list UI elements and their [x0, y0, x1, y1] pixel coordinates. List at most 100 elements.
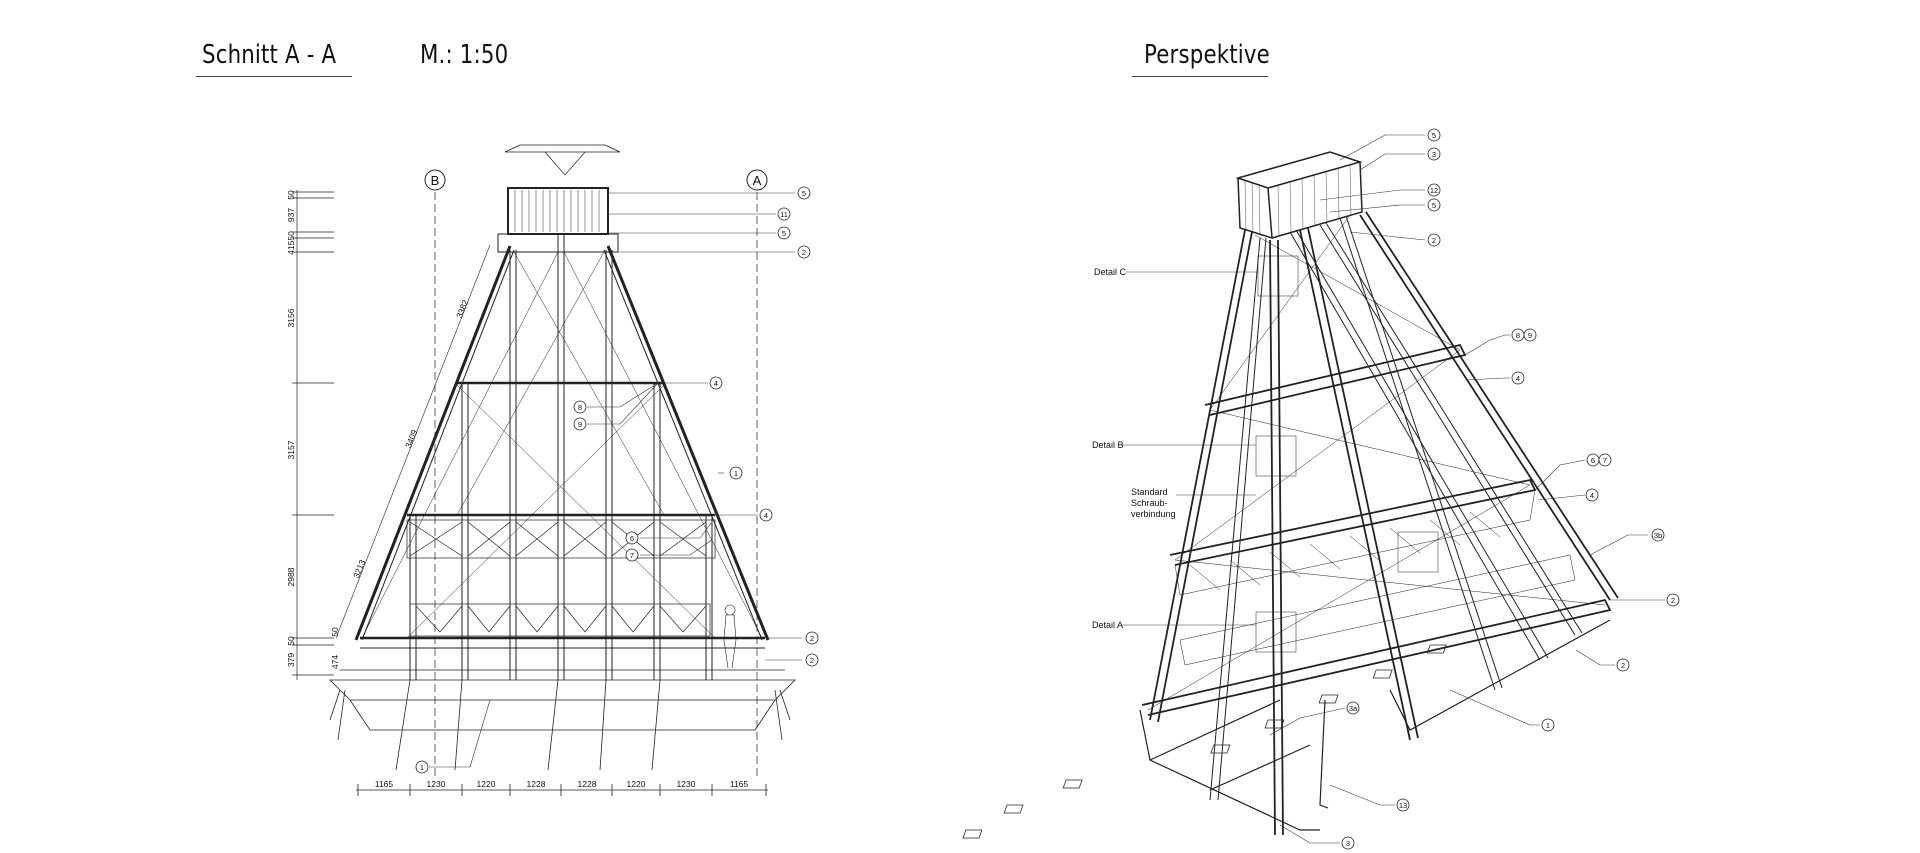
- tension-cables: [361, 251, 763, 639]
- roof-brace: [544, 151, 586, 176]
- detail-c-label: Detail C: [1094, 267, 1127, 277]
- section-callout: 7: [630, 551, 634, 560]
- axis-a-bubble: [746, 169, 768, 191]
- section-callout: 2: [802, 248, 806, 257]
- right-inner-leg: [603, 249, 763, 641]
- perspective-callout: 6: [1591, 456, 1595, 465]
- perspective-lantern-ribs: [1244, 164, 1352, 237]
- vertical-dimension: 474: [330, 655, 340, 669]
- perspective-detail-boxes: [1255, 255, 1439, 653]
- perspective-callout: 3: [1432, 150, 1436, 159]
- axis-a-label: A: [753, 173, 762, 188]
- lattice-truss: [406, 519, 716, 559]
- perspective-callout: 9: [1528, 331, 1532, 340]
- right-outer-leg: [606, 245, 770, 641]
- perspective-callout-bubbles: [1341, 128, 1680, 850]
- bottom-dimensions: 1165 1230 1220 1228 1228 1220 1230 1165: [375, 779, 749, 789]
- person-silhouette: [723, 604, 737, 669]
- left-inner-leg: [361, 249, 515, 641]
- bottom-dimension: 1228: [527, 779, 546, 789]
- section-title-underline: [196, 76, 352, 77]
- perspective-leaders: [1122, 134, 1665, 844]
- section-drawing: [292, 144, 796, 796]
- section-callout: 4: [714, 379, 718, 388]
- section-callout: 5: [782, 229, 786, 238]
- slope-dimension-line: [335, 244, 491, 639]
- section-leaders: [429, 192, 802, 768]
- perspective-callout: 5: [1432, 131, 1436, 140]
- perspective-callout: 7: [1603, 456, 1607, 465]
- bottom-dimension: 1228: [578, 779, 597, 789]
- vertical-dimension: 3157: [286, 440, 296, 459]
- section-callout: 6: [630, 534, 634, 543]
- perspective-lattice: [1174, 489, 1576, 666]
- perspective-callout: 2: [1621, 661, 1625, 670]
- left-outer-leg: [354, 245, 512, 641]
- bottom-dimension: 1220: [627, 779, 646, 789]
- perspective-callout: 4: [1516, 374, 1520, 383]
- slope-dimension: 3409: [403, 428, 419, 450]
- perspective-callout: 8: [1516, 331, 1520, 340]
- perspective-base: [1139, 619, 1611, 831]
- section-callout: 2: [810, 656, 814, 665]
- perspective-legs: [1149, 211, 1619, 836]
- slope-dimension: 3213: [351, 558, 367, 580]
- section-callout-bubbles: [415, 186, 819, 774]
- roof-cap: [504, 144, 621, 153]
- vertical-dimension: 41550: [286, 231, 296, 255]
- perspective-lantern: [1235, 151, 1363, 240]
- axis-b-label: B: [431, 173, 440, 188]
- vertical-dimension: 3156: [286, 308, 296, 327]
- perspective-callout: 3: [1346, 839, 1350, 848]
- slope-dimension: 3382: [454, 298, 470, 320]
- bottom-dimension: 1220: [477, 779, 496, 789]
- section-callout: 4: [764, 511, 768, 520]
- vertical-mullions: [409, 235, 713, 680]
- vertical-dim-ticks: [292, 191, 334, 676]
- vertical-dimension: 50: [286, 190, 296, 200]
- perspective-footings: [962, 644, 1447, 839]
- bottom-dim-ticks: [357, 784, 767, 796]
- perspective-callout: 2: [1671, 596, 1675, 605]
- detail-b-label: Detail B: [1092, 440, 1124, 450]
- standard-label: Standard: [1131, 487, 1168, 497]
- bottom-dimension: 1165: [375, 779, 394, 789]
- bottom-dimension: 1165: [730, 779, 749, 789]
- perspective-detail-labels: Detail C Detail B Standard Schraub- verb…: [1092, 267, 1176, 630]
- section-callouts: 5 11 5 2 4 8 9 1 4 6 7 2 2 1: [420, 189, 814, 772]
- foundation: [329, 669, 796, 771]
- schraub-label: Schraub-: [1131, 498, 1168, 508]
- perspective-callout: 3a: [1349, 704, 1358, 713]
- section-title: Schnitt A - A: [202, 40, 337, 70]
- perspective-callout: 12: [1430, 186, 1438, 195]
- perspective-callouts: 5 3 12 5 2 8 9 4 6 7 4 3b 2 2 1 3a 13 3: [1346, 131, 1675, 848]
- vertical-dimensions: 50 937 41550 3156 3157 2988 50 379 50 47…: [286, 190, 340, 669]
- perspective-title-underline: [1132, 76, 1268, 77]
- vertical-dimension: 50: [330, 627, 340, 637]
- section-callout: 8: [578, 403, 582, 412]
- detail-a-label: Detail A: [1092, 620, 1123, 630]
- vertical-dimension: 379: [286, 653, 296, 667]
- vertical-dimension: 50: [286, 636, 296, 646]
- bottom-dimension: 1230: [677, 779, 696, 789]
- perspective-callout: 13: [1399, 801, 1407, 810]
- section-callout: 11: [780, 210, 788, 219]
- perspective-callout: 3b: [1654, 531, 1662, 540]
- vertical-dimension: 2988: [286, 567, 296, 586]
- bottom-dimension: 1230: [427, 779, 446, 789]
- perspective-callout: 4: [1590, 491, 1594, 500]
- perspective-cables: [1147, 214, 1606, 711]
- lower-panels: [409, 603, 711, 637]
- perspective-title: Perspektive: [1144, 40, 1270, 70]
- section-callout: 5: [802, 189, 806, 198]
- section-callout: 9: [578, 420, 582, 429]
- perspective-callout: 5: [1432, 201, 1436, 210]
- lantern-box: [507, 187, 609, 235]
- section-callout: 1: [420, 763, 424, 772]
- section-callout: 1: [734, 469, 738, 478]
- perspective-callout: 1: [1546, 721, 1550, 730]
- section-callout: 2: [810, 634, 814, 643]
- vertical-dimension: 937: [286, 208, 296, 222]
- perspective-rafters: [1209, 215, 1583, 801]
